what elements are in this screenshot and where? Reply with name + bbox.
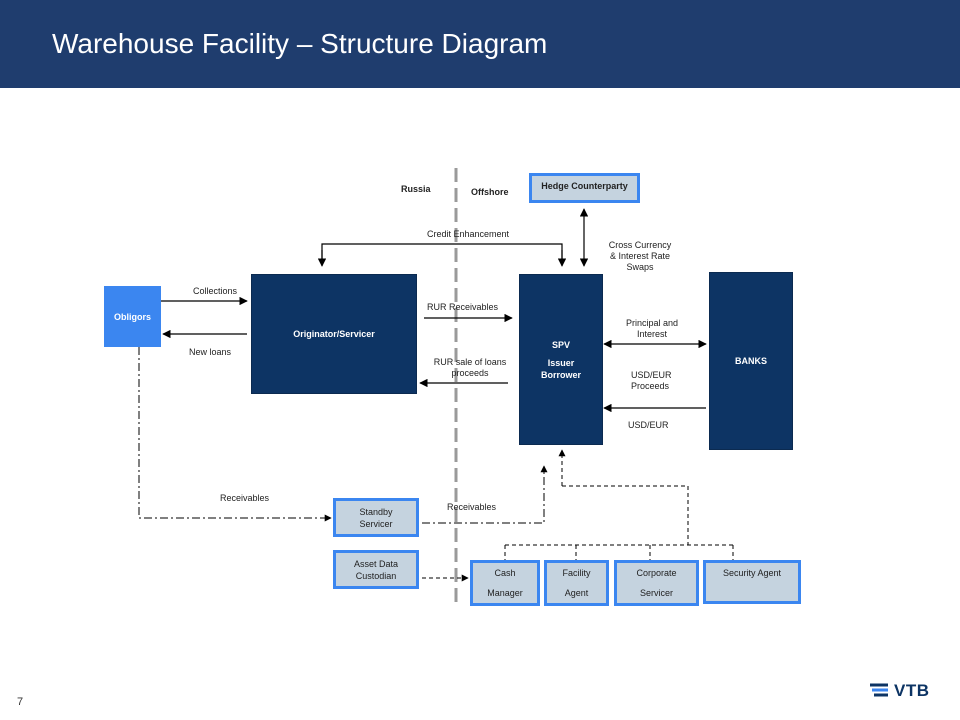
- usd-proceeds-label-1: USD/EUR: [631, 370, 672, 380]
- swaps-label-1: Cross Currency: [608, 240, 672, 250]
- originator-label: Originator/Servicer: [293, 329, 375, 339]
- hedge-counterparty-box: Hedge Counterparty: [529, 173, 640, 203]
- vtb-logo: VTB: [868, 678, 930, 704]
- credit-enhancement-line: [321, 243, 563, 262]
- spv-borrower-label: Borrower: [540, 369, 581, 380]
- spv-issuer-label: Issuer: [547, 357, 575, 368]
- page-number: 7: [17, 696, 24, 708]
- rur-sale-label: RUR sale of loans proceeds: [428, 357, 512, 379]
- usd-eur-label: USD/EUR: [628, 420, 669, 430]
- principal-label-1: Principal and: [625, 318, 679, 328]
- swaps-label-3: Swaps: [626, 262, 654, 272]
- corporate-servicer-box: Corporate Servicer: [614, 560, 699, 606]
- receivables-left-label: Receivables: [220, 493, 270, 503]
- vtb-logo-text: VTB: [894, 681, 930, 700]
- obligors-label: Obligors: [113, 311, 151, 322]
- facility-label-1: Facility: [562, 568, 591, 578]
- facility-label-2: Agent: [564, 588, 589, 598]
- rur-receivables-label: RUR Receivables: [427, 302, 499, 312]
- page-title: Warehouse Facility – Structure Diagram: [52, 28, 548, 59]
- facility-agent-box: Facility Agent: [544, 560, 609, 606]
- spv-box: SPV Issuer Borrower: [519, 274, 603, 445]
- asset-label-1: Asset Data: [353, 558, 399, 569]
- swaps-label: Cross Currency & Interest Rate Swaps: [601, 240, 679, 273]
- header-bar: Warehouse Facility – Structure Diagram: [0, 0, 960, 88]
- usd-proceeds-label-2: Proceeds: [631, 381, 670, 391]
- corporate-label-2: Servicer: [639, 588, 673, 598]
- new-loans-label: New loans: [189, 347, 232, 357]
- region-offshore: Offshore: [471, 187, 509, 197]
- cash-label-1: Cash: [494, 568, 516, 578]
- security-agent-box: Security Agent: [703, 560, 801, 604]
- credit-enhancement-label: Credit Enhancement: [427, 229, 510, 239]
- corporate-label-1: Corporate: [636, 568, 677, 578]
- rur-sale-label-2: proceeds: [451, 368, 489, 378]
- swaps-label-2: & Interest Rate: [609, 251, 671, 261]
- cash-manager-box: Cash Manager: [470, 560, 540, 606]
- security-label: Security Agent: [722, 568, 782, 578]
- principal-label-2: Interest: [636, 329, 667, 339]
- banks-box: BANKS: [709, 272, 793, 450]
- usd-proceeds-label: USD/EUR Proceeds: [631, 370, 672, 392]
- region-russia: Russia: [401, 184, 431, 194]
- receivables-right-line: [422, 465, 548, 524]
- obligors-box: Obligors: [104, 286, 161, 347]
- receivables-right-label: Receivables: [447, 502, 497, 512]
- vtb-logo-icon: [870, 683, 888, 697]
- collections-label: Collections: [193, 286, 238, 296]
- hedge-label: Hedge Counterparty: [541, 181, 628, 191]
- originator-servicer-box: Originator/Servicer: [251, 274, 417, 394]
- asset-data-custodian-box: Asset Data Custodian: [333, 550, 419, 589]
- standby-label-2: Servicer: [359, 518, 393, 529]
- spv-label: SPV: [551, 339, 570, 350]
- asset-label-2: Custodian: [355, 570, 397, 581]
- rur-sale-label-1: RUR sale of loans: [433, 357, 507, 367]
- standby-servicer-box: Standby Servicer: [333, 498, 419, 537]
- principal-interest-label: Principal and Interest: [617, 318, 687, 340]
- receivables-left-line: [138, 347, 332, 522]
- agents-link: [562, 485, 689, 545]
- standby-label-1: Standby: [359, 506, 393, 517]
- banks-label: BANKS: [734, 356, 767, 366]
- cash-label-2: Manager: [487, 588, 523, 598]
